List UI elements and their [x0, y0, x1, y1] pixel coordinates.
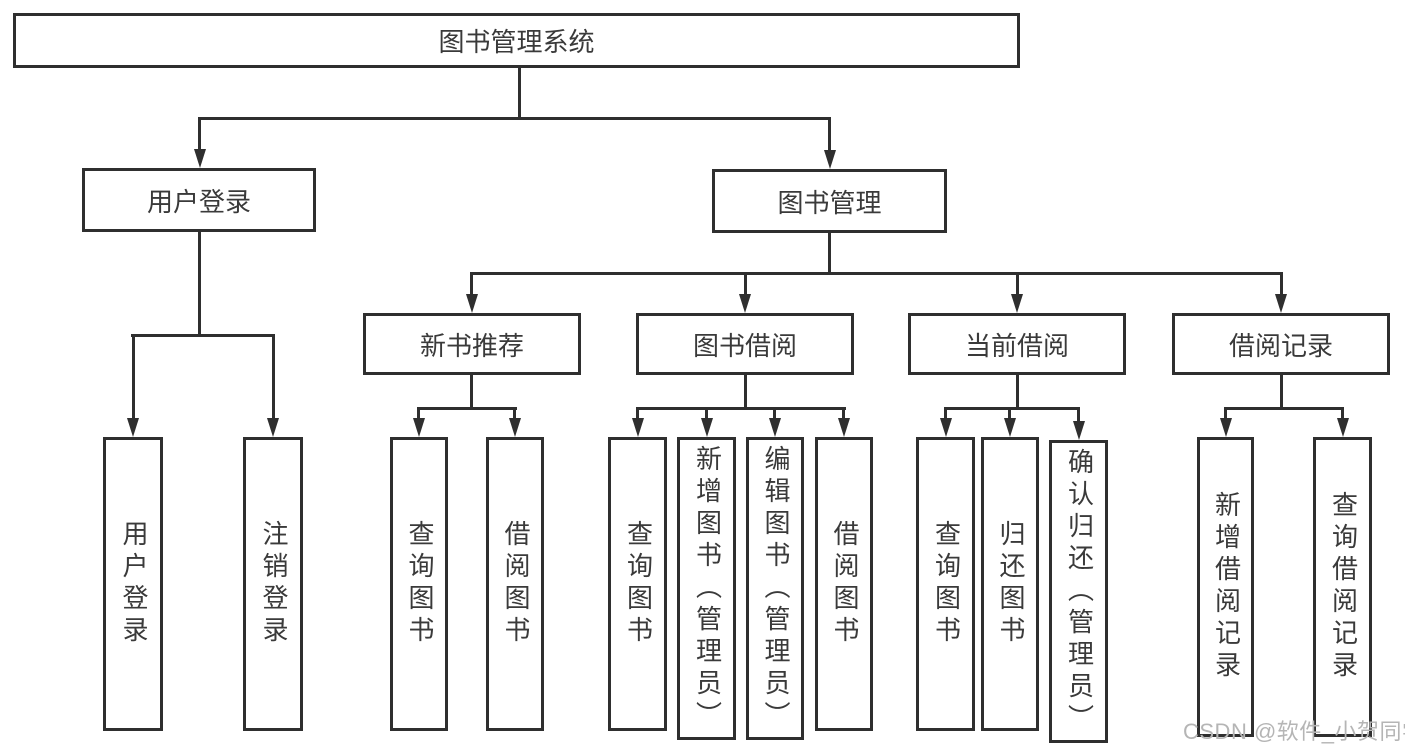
connector-line [1008, 407, 1011, 419]
arrow-down-icon [466, 294, 478, 313]
csdn-watermark: CSDN @软件_小贺同学 [1183, 719, 1405, 744]
connector-line [1224, 407, 1344, 410]
node-current-borrowing: 当前借阅 [908, 313, 1126, 375]
node-new-book-recommendation: 新书推荐 [363, 313, 581, 375]
node-book-borrowing: 图书借阅 [636, 313, 854, 375]
leaf-user-login: 用户登录 [103, 437, 163, 731]
leaf-logout: 注销登录 [243, 437, 303, 731]
node-borrowing-records: 借阅记录 [1172, 313, 1390, 375]
arrow-down-icon [194, 149, 206, 168]
arrow-down-icon [769, 418, 781, 437]
connector-line [198, 117, 831, 120]
arrow-down-icon [739, 294, 751, 313]
node-book-management: 图书管理 [712, 169, 947, 233]
arrow-down-icon [1220, 418, 1232, 437]
arrow-down-icon [1011, 294, 1023, 313]
leaf-borrowing-borrow-books: 借阅图书 [815, 437, 873, 731]
arrow-down-icon [1004, 418, 1016, 437]
connector-line [944, 407, 1080, 410]
connector-line [198, 117, 201, 150]
connector-line [470, 272, 473, 296]
leaf-recommend-query-books: 查询图书 [390, 437, 448, 731]
connector-line [417, 407, 517, 410]
arrow-down-icon [824, 150, 836, 169]
connector-line [1016, 272, 1019, 296]
connector-line [417, 407, 420, 419]
node-book-management-system: 图书管理系统 [13, 13, 1020, 68]
arrow-down-icon [940, 418, 952, 437]
connector-line [1077, 407, 1080, 422]
leaf-current-return-books: 归还图书 [981, 437, 1039, 731]
connector-line [842, 407, 845, 419]
arrow-down-icon [701, 418, 713, 437]
leaf-records-add-borrow-record: 新增借阅记录 [1197, 437, 1254, 737]
connector-line [944, 407, 947, 419]
connector-line [636, 407, 639, 419]
leaf-current-query-books: 查询图书 [916, 437, 975, 731]
arrow-down-icon [838, 418, 850, 437]
connector-line [132, 334, 135, 420]
connector-line [744, 375, 747, 409]
arrow-down-icon [632, 418, 644, 437]
connector-line [131, 334, 275, 337]
arrow-down-icon [509, 418, 521, 437]
node-user-login: 用户登录 [82, 168, 316, 232]
connector-line [705, 407, 708, 419]
arrow-down-icon [127, 418, 139, 437]
connector-line [773, 407, 776, 419]
leaf-borrowing-add-books-admin: 新增图书（管理员） [677, 437, 736, 740]
connector-line [744, 272, 747, 296]
leaf-borrowing-query-books: 查询图书 [608, 437, 667, 731]
arrow-down-icon [1275, 294, 1287, 313]
connector-line [1280, 375, 1283, 409]
connector-line [1224, 407, 1227, 419]
connector-line [513, 407, 516, 419]
connector-line [828, 233, 831, 275]
leaf-records-query-borrow-record: 查询借阅记录 [1313, 437, 1372, 737]
connector-line [272, 334, 275, 420]
arrow-down-icon [1337, 418, 1349, 437]
leaf-borrowing-edit-books-admin: 编辑图书（管理员） [746, 437, 804, 740]
connector-line [828, 117, 831, 151]
connector-line [636, 407, 846, 410]
connector-line [518, 65, 521, 120]
arrow-down-icon [1073, 421, 1085, 440]
leaf-current-confirm-return-admin: 确认归还（管理员） [1049, 440, 1108, 743]
connector-line [1016, 375, 1019, 409]
connector-line [1341, 407, 1344, 419]
arrow-down-icon [413, 418, 425, 437]
leaf-recommend-borrow-books: 借阅图书 [486, 437, 544, 731]
connector-line [470, 375, 473, 409]
arrow-down-icon [267, 418, 279, 437]
connector-line [470, 272, 1283, 275]
connector-line [198, 232, 201, 337]
connector-line [1280, 272, 1283, 296]
